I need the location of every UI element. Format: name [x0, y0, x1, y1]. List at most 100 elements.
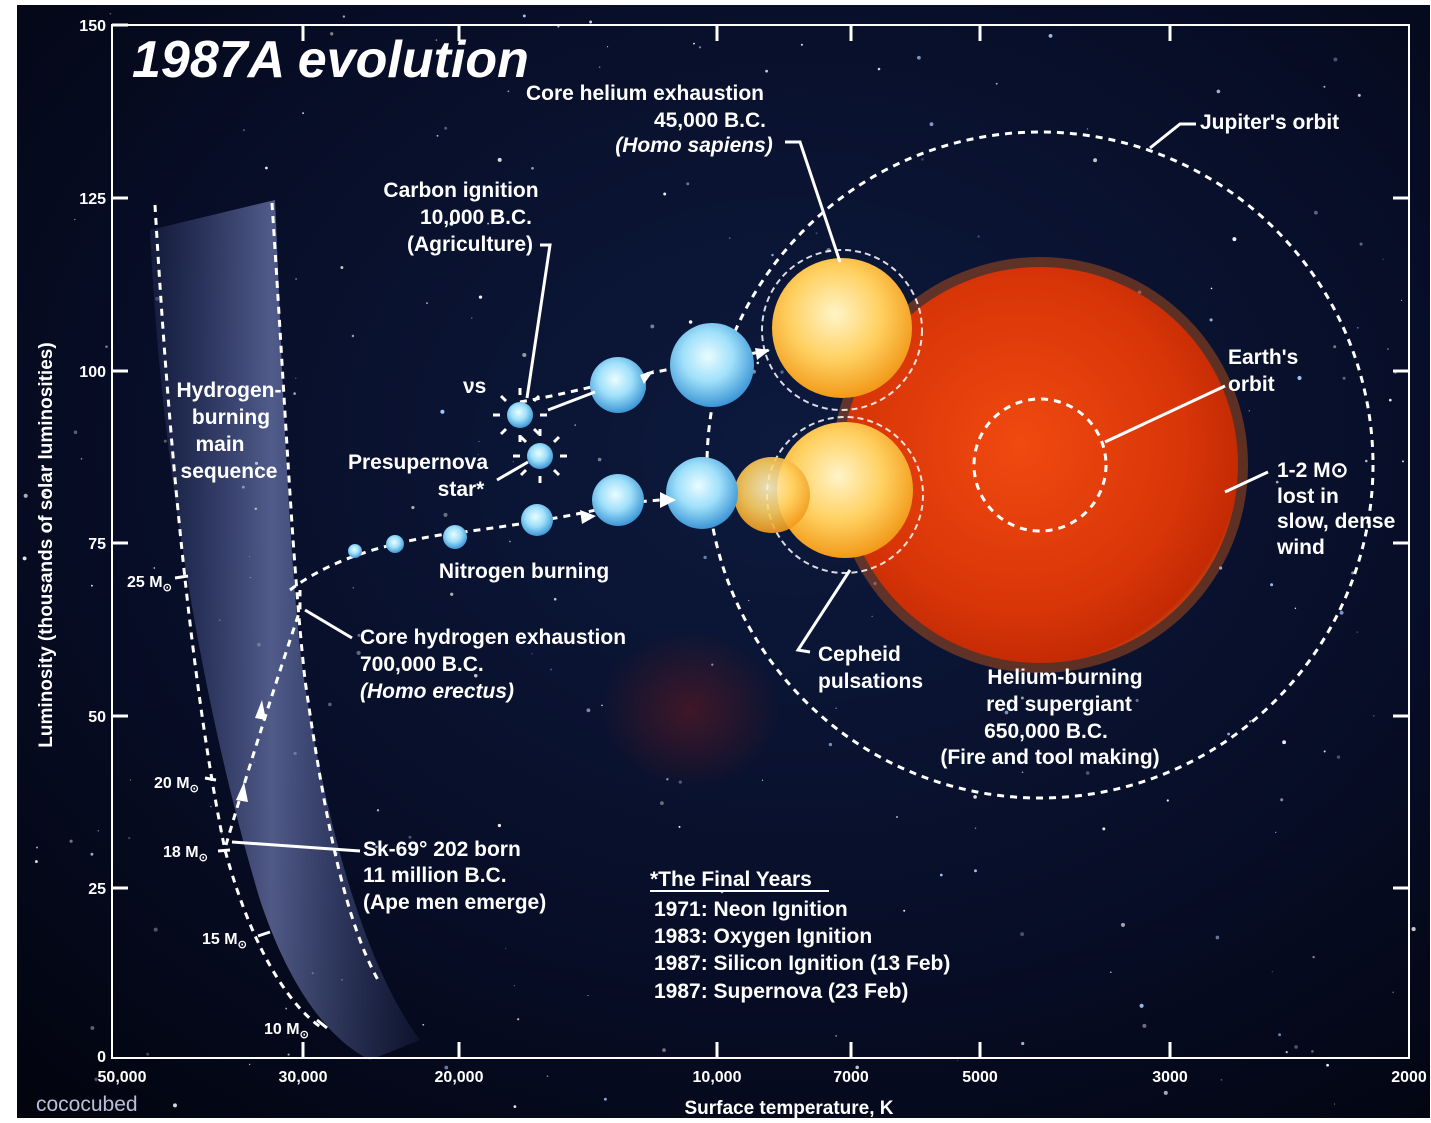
background-star: [342, 15, 346, 18]
mass-label-18: 18 M⊙: [163, 844, 208, 864]
x-tick-label: 5000: [962, 1069, 998, 1086]
final-years-item: 1987: Silicon Ignition (13 Feb): [654, 952, 950, 975]
background-star: [248, 1063, 251, 1066]
background-star: [756, 361, 760, 365]
background-star: [662, 1048, 666, 1052]
svg-text:pulsations: pulsations: [818, 670, 923, 693]
evolution-track-main-sequence: [224, 590, 302, 846]
svg-text:10,000 B.C.: 10,000 B.C.: [420, 206, 532, 229]
y-tick-label: 100: [79, 364, 106, 381]
background-star: [1382, 258, 1384, 260]
background-star: [436, 134, 439, 137]
background-star: [411, 506, 415, 510]
background-star: [1209, 318, 1213, 322]
track-arrows: [236, 348, 770, 802]
background-star: [1373, 715, 1375, 717]
mass-label-15: 15 M⊙: [202, 931, 247, 951]
background-star: [1311, 1050, 1314, 1053]
background-star: [210, 805, 212, 808]
background-star: [450, 592, 454, 596]
x-axis: 50,000 30,000 20,000 10,000 7000 5000 30…: [98, 25, 1427, 1119]
mass-label-20: 20 M⊙: [154, 775, 199, 795]
background-star: [105, 345, 108, 348]
background-star: [1135, 698, 1139, 703]
svg-text:45,000 B.C.: 45,000 B.C.: [654, 109, 766, 132]
background-star: [1048, 34, 1053, 38]
background-star: [1248, 410, 1250, 412]
x-axis-title: Surface temperature, K: [684, 1098, 893, 1118]
background-star: [1386, 348, 1389, 350]
background-star: [507, 90, 510, 93]
background-star: [1339, 610, 1344, 615]
x-tick-label: 2000: [1391, 1069, 1427, 1086]
svg-text:(Fire and tool making): (Fire and tool making): [940, 746, 1159, 769]
background-star: [531, 166, 534, 170]
background-star: [1294, 1045, 1298, 1049]
background-star: [1271, 970, 1274, 973]
background-star: [1333, 345, 1337, 349]
mass-label-10: 10 M⊙: [264, 1021, 309, 1041]
label-earth-orbit: Earth's orbit: [1228, 346, 1298, 396]
background-star: [293, 392, 296, 395]
background-star: [550, 668, 553, 671]
background-star: [921, 158, 924, 161]
background-star: [694, 953, 697, 955]
background-star: [868, 993, 871, 995]
background-star: [487, 222, 490, 225]
background-star: [517, 1018, 520, 1021]
background-star: [1215, 935, 1220, 940]
background-star: [1210, 287, 1213, 290]
main-sequence-left-boundary: [153, 204, 323, 1030]
background-star: [23, 493, 28, 498]
background-star: [531, 653, 533, 655]
background-star: [1021, 1041, 1025, 1046]
svg-text:main: main: [195, 433, 244, 456]
background-star: [1220, 1079, 1223, 1081]
background-star: [1297, 375, 1302, 381]
svg-text:Helium-burning: Helium-burning: [987, 666, 1142, 689]
background-star: [351, 334, 355, 338]
background-star: [1365, 459, 1368, 463]
blue-star: [348, 544, 362, 558]
svg-text:Core helium exhaustion: Core helium exhaustion: [526, 82, 764, 105]
background-star: [939, 873, 943, 877]
background-star: [660, 801, 664, 805]
background-star: [1120, 922, 1126, 927]
background-star: [1086, 128, 1089, 130]
background-star: [43, 492, 47, 496]
background-star: [295, 278, 298, 280]
blue-star: [386, 535, 404, 553]
background-star: [287, 1053, 290, 1056]
background-star: [97, 830, 100, 832]
background-star: [1137, 290, 1142, 295]
earth-orbit: [972, 397, 1108, 533]
core-helium-star-outer: [761, 249, 923, 411]
background-star: [553, 597, 557, 601]
background-star: [728, 237, 731, 239]
y-tick-label: 150: [79, 18, 106, 35]
background-star: [356, 650, 361, 655]
background-star: [666, 778, 669, 781]
background-star: [815, 232, 818, 235]
background-star: [74, 218, 76, 221]
carbon-leader: [525, 243, 552, 399]
background-star: [512, 460, 514, 463]
x-tick-label: 10,000: [693, 1069, 742, 1086]
background-star: [896, 816, 898, 818]
background-star: [295, 377, 297, 379]
neutrino-rays: [493, 388, 567, 483]
background-star: [340, 266, 344, 269]
background-star: [877, 67, 881, 71]
background-star: [478, 440, 480, 443]
background-star: [285, 1007, 288, 1010]
background-star: [1008, 677, 1011, 679]
background-star: [243, 129, 245, 132]
background-star: [974, 827, 977, 830]
background-star: [977, 235, 980, 238]
label-neutrinos: νs: [463, 375, 486, 398]
svg-text:Hydrogen-: Hydrogen-: [177, 379, 282, 402]
svg-text:11 million B.C.: 11 million B.C.: [363, 864, 507, 887]
background-star: [509, 540, 511, 543]
background-star: [435, 39, 438, 41]
